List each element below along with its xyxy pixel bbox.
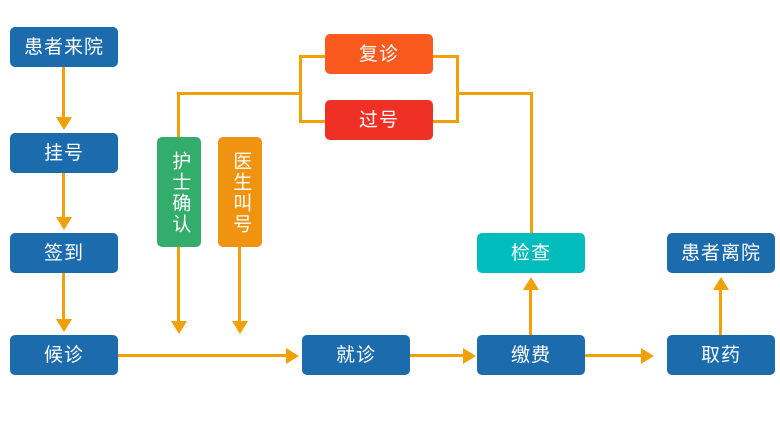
node-patient-arrive[interactable]: 患者来院: [10, 27, 118, 67]
edge-consult-payment: [410, 354, 463, 357]
node-label: 签到: [43, 242, 84, 264]
node-label: 缴费: [510, 344, 551, 366]
edge-register-checkin: [62, 173, 65, 217]
edge-arrive-register: [62, 67, 65, 117]
edge-right-to-exam-v: [530, 92, 533, 233]
node-label: 过号: [358, 109, 399, 131]
edge-checkin-waiting: [62, 273, 65, 319]
node-label: 取药: [700, 344, 741, 366]
node-nurse-confirm[interactable]: 护士确认: [157, 137, 201, 247]
node-label: 候诊: [43, 344, 84, 366]
node-patient-leave[interactable]: 患者离院: [667, 233, 775, 273]
arrowhead-payment-exam: [523, 277, 539, 290]
node-register[interactable]: 挂号: [10, 133, 118, 173]
node-examination[interactable]: 检查: [477, 233, 585, 273]
edge-doctor-down: [238, 247, 241, 321]
node-checkin[interactable]: 签到: [10, 233, 118, 273]
arrowhead-pharmacy-leave: [713, 277, 729, 290]
edge-pharmacy-leave: [719, 290, 722, 335]
edge-loop-top-left: [177, 92, 302, 95]
node-doctor-call[interactable]: 医生叫号: [218, 137, 262, 247]
edge-right-bracket: [456, 55, 459, 123]
node-label: 就诊: [335, 344, 376, 366]
node-payment[interactable]: 缴费: [477, 335, 585, 375]
edge-right-to-exam-h: [456, 92, 533, 95]
node-missed-number[interactable]: 过号: [325, 100, 433, 140]
edge-loop-nurse-up: [177, 92, 180, 139]
edge-payment-pharmacy: [585, 354, 641, 357]
edge-waiting-consult: [118, 354, 286, 357]
node-label: 护士确认: [169, 151, 191, 235]
arrowhead-waiting-consult: [286, 348, 299, 364]
arrowhead-register-checkin: [56, 217, 72, 230]
arrowhead-arrive-register: [56, 117, 72, 130]
node-waiting[interactable]: 候诊: [10, 335, 118, 375]
edge-right-bracket-revisit: [431, 55, 459, 58]
edge-payment-exam: [529, 290, 532, 335]
node-consultation[interactable]: 就诊: [302, 335, 410, 375]
node-label: 患者离院: [680, 242, 761, 264]
node-label: 复诊: [358, 43, 399, 65]
node-revisit[interactable]: 复诊: [325, 34, 433, 74]
arrowhead-consult-payment: [463, 348, 476, 364]
arrowhead-nurse-down: [171, 321, 187, 334]
edge-right-bracket-missed: [431, 120, 459, 123]
arrowhead-doctor-down: [232, 321, 248, 334]
arrowhead-payment-pharmacy: [641, 348, 654, 364]
node-label: 医生叫号: [230, 151, 252, 235]
node-label: 挂号: [43, 142, 84, 164]
node-pharmacy[interactable]: 取药: [667, 335, 775, 375]
edge-nurse-down: [177, 247, 180, 321]
node-label: 检查: [510, 242, 551, 264]
node-label: 患者来院: [23, 36, 104, 58]
edge-left-bracket-revisit: [299, 55, 327, 58]
edge-left-bracket: [299, 55, 302, 123]
edge-left-bracket-missed: [299, 120, 327, 123]
arrowhead-checkin-waiting: [56, 319, 72, 332]
